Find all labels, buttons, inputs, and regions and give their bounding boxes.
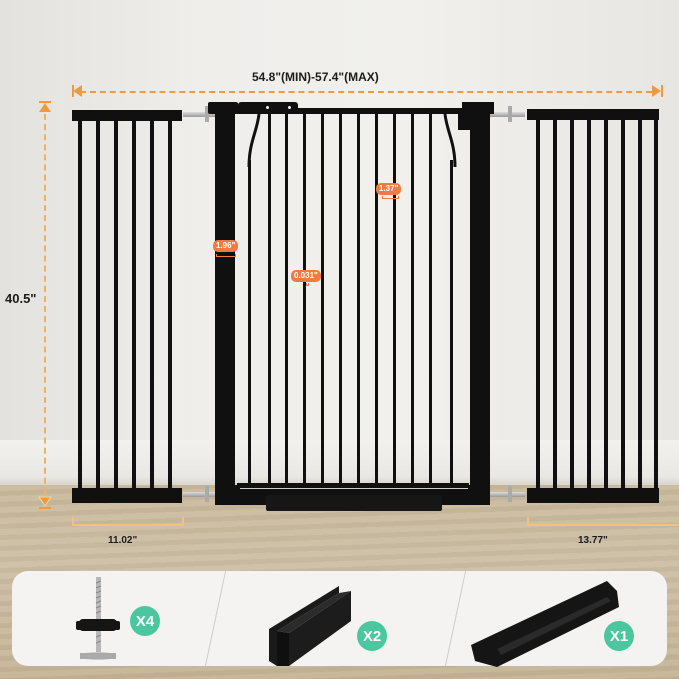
quantity-badge-ramp: X1 — [604, 621, 634, 651]
right-extension-bracket — [527, 517, 679, 526]
u-channel-icon — [269, 586, 351, 666]
quantity-badge-screw: X4 — [130, 606, 160, 636]
width-dimension-line — [80, 91, 652, 93]
left-extension-width-label: 11.02" — [108, 535, 138, 546]
ramp-icon — [471, 581, 619, 667]
height-label: 40.5" — [5, 291, 37, 306]
arrow-down-icon — [38, 496, 52, 509]
height-dimension-line — [44, 114, 46, 494]
arrow-left-icon — [72, 85, 82, 97]
right-extension-width-label: 13.77" — [578, 535, 608, 546]
bar-thickness-callout: 0.031" — [291, 270, 321, 282]
quantity-badge-u-channel: X2 — [357, 621, 387, 651]
spindle-bottom-left — [183, 492, 215, 497]
spindle-top-left — [183, 112, 215, 117]
left-extension-bracket — [72, 517, 184, 526]
spindle-top-right — [490, 112, 525, 117]
threshold-plate — [266, 495, 442, 511]
screw-icon — [76, 577, 120, 660]
latch — [458, 112, 476, 130]
arrow-up-icon — [39, 101, 51, 112]
accessories-tray: X4 X2 X1 — [12, 571, 667, 667]
arrow-right-icon — [652, 85, 663, 97]
bar-spacing-callout: 1.37" — [376, 183, 402, 195]
total-width-label: 54.8"(MIN)-57.4"(MAX) — [252, 70, 379, 84]
spindle-bottom-right — [490, 492, 525, 497]
frame-width-callout: 1.96" — [213, 240, 239, 252]
